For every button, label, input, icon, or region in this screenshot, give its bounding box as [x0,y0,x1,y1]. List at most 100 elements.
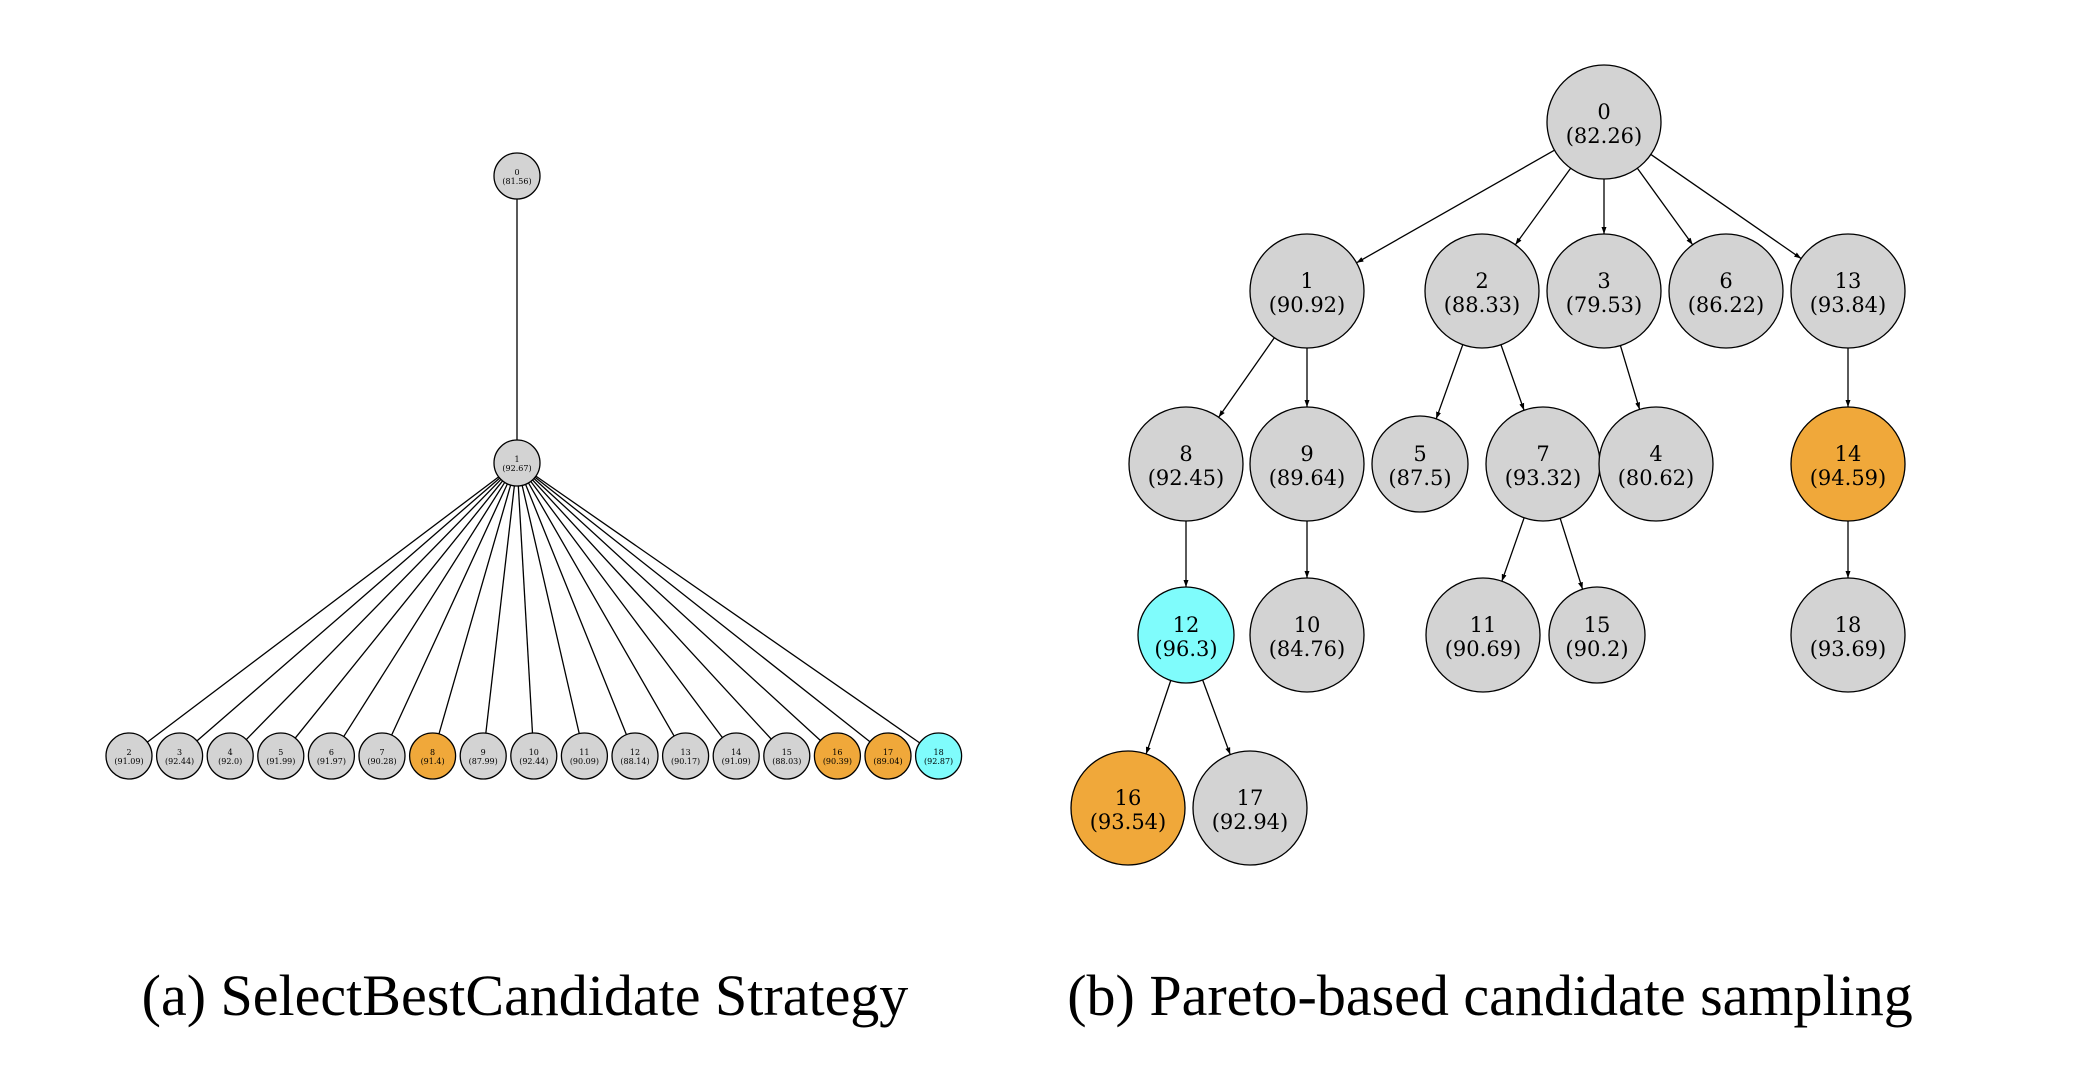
panel-b-node-13-circle [1790,233,1906,349]
panel-b-node-4-id-label: 4 [1649,442,1662,466]
panel-b-edge-12-to-16 [1145,680,1172,755]
panel-b-node-10-circle [1249,577,1365,693]
caption-panel-b: (b) Pareto-based candidate sampling [1067,963,1913,1028]
panel-a-node-15-id-label: 15 [782,748,792,757]
panel-a-node-6: 6(91.97) [307,732,356,780]
panel-b-node-9-circle [1249,406,1365,522]
panel-b-node-8-circle [1128,406,1244,522]
panel-a-node-17-score-label: (89.04) [873,757,902,766]
panel-a-node-12-score-label: (88.14) [620,757,649,766]
panel-a-node-7-id-label: 7 [379,748,384,757]
panel-b-node-10: 10(84.76) [1249,577,1365,693]
panel-a-edges [146,199,921,744]
panel-a-node-9-circle [459,732,507,780]
panel-b-node-3-id-label: 3 [1597,269,1610,293]
panel-b-edge-12-to-17 [1202,679,1231,755]
panel-a-node-10-score-label: (92.44) [519,757,548,766]
panel-a-node-11-score-label: (90.09) [570,757,599,766]
panel-b-node-11-score-label: (90.69) [1445,637,1522,661]
panel-a-node-3: 3(92.44) [155,732,204,780]
panel-b-node-16-id-label: 16 [1115,786,1142,810]
panel-b-node-18-id-label: 18 [1835,613,1862,637]
panel-b-node-13-score-label: (93.84) [1810,293,1887,317]
panel-b-node-15-score-label: (90.2) [1565,637,1628,661]
panel-a-node-14: 14(91.09) [712,732,760,780]
panel-a-node-8: 8(91.4) [408,732,457,780]
panel-a-node-17-id-label: 17 [883,748,893,757]
panel-b-node-16-circle [1070,750,1186,866]
panel-a-node-9-score-label: (87.99) [469,757,498,766]
panel-b-node-17-circle [1192,750,1308,866]
panel-a-node-8-score-label: (91.4) [421,757,445,766]
panel-a-edge-1-to-13 [527,482,675,737]
panel-a-node-11-circle [560,732,609,780]
panel-a-node-0-id-label: 0 [514,168,519,177]
panel-a-node-16-id-label: 16 [832,748,842,757]
panel-b-node-18-circle [1790,577,1906,693]
panel-b-node-2-circle [1424,233,1540,349]
panel-a-node-13-id-label: 13 [681,748,691,757]
panel-a-edge-1-to-8 [438,484,512,735]
panel-a-edge-1-to-16 [533,478,821,741]
panel-b-node-3-score-label: (79.53) [1566,293,1643,317]
panel-b-nodes: 0(82.26)1(90.92)2(88.33)3(79.53)6(86.22)… [1070,64,1906,866]
panel-a-node-13: 13(90.17) [661,732,710,780]
panel-b-node-3-circle [1546,233,1662,349]
panel-b-node-5-id-label: 5 [1413,442,1426,466]
panel-a-node-4: 4(92.0) [206,732,254,780]
panel-a-node-17-circle [864,732,912,780]
panel-a-node-1-score-label: (92.67) [502,464,531,473]
panel-b-node-15: 15(90.2) [1548,586,1646,684]
panel-b-node-4-circle [1598,406,1714,522]
panel-a-node-6-score-label: (91.97) [317,757,346,766]
panel-b-node-14: 14(94.59) [1790,406,1906,522]
panel-b-node-5-circle [1371,415,1469,513]
panel-a-node-3-circle [155,732,204,780]
panel-a-node-18-id-label: 18 [934,748,944,757]
panel-b-node-6-circle [1668,233,1784,349]
panel-b-node-13: 13(93.84) [1790,233,1906,349]
panel-a-node-1-circle [493,439,541,487]
panel-b-node-0-id-label: 0 [1597,100,1610,124]
panel-b-edge-0-to-2 [1514,167,1572,246]
panel-a-nodes: 0(81.56)1(92.67)2(91.09)3(92.44)4(92.0)5… [105,152,963,780]
panel-b-node-8-id-label: 8 [1179,442,1192,466]
panel-b-node-15-circle [1548,586,1646,684]
panel-b-node-0-score-label: (82.26) [1566,124,1643,148]
panel-a-node-9: 9(87.99) [459,732,507,780]
panel-b-edge-0-to-1 [1356,149,1555,264]
panel-b-node-4: 4(80.62) [1598,406,1714,522]
panel-b-node-11: 11(90.69) [1425,577,1541,693]
panel-a-edge-1-to-18 [535,475,921,744]
panel-a-edge-1-to-7 [391,483,508,736]
panel-a-node-1-id-label: 1 [514,455,519,464]
panel-a-node-10-circle [510,732,558,780]
panel-b-node-4-score-label: (80.62) [1618,466,1695,490]
panel-a-node-5-score-label: (91.99) [266,757,295,766]
panel-b-edge-2-to-7 [1500,344,1525,411]
panel-a-node-8-circle [408,732,457,780]
panel-b-node-12: 12(96.3) [1137,586,1235,684]
panel-a-edge-1-to-5 [294,480,504,739]
panel-b-node-7: 7(93.32) [1485,406,1601,522]
panel-a-node-7: 7(90.28) [358,732,406,780]
panel-b-node-6-id-label: 6 [1719,269,1732,293]
panel-a-node-1: 1(92.67) [493,439,541,487]
panel-a-node-12: 12(88.14) [611,732,659,780]
panel-a-edge-1-to-6 [343,482,506,737]
panel-a-node-18: 18(92.87) [914,732,963,780]
panel-b-node-2-id-label: 2 [1475,269,1488,293]
panel-a-node-3-id-label: 3 [177,748,182,757]
panel-b-node-9: 9(89.64) [1249,406,1365,522]
panel-b-node-7-score-label: (93.32) [1505,466,1582,490]
panel-b-node-2: 2(88.33) [1424,233,1540,349]
panel-b-node-5-score-label: (87.5) [1388,466,1451,490]
panel-a-node-0: 0(81.56) [493,152,541,200]
panel-b-node-11-id-label: 11 [1470,613,1497,637]
panel-b-node-12-id-label: 12 [1173,613,1200,637]
panel-a-node-15-circle [763,732,811,780]
panel-b-node-0: 0(82.26) [1546,64,1662,180]
panel-a-edge-1-to-15 [532,479,772,740]
panel-a-node-4-circle [206,732,254,780]
